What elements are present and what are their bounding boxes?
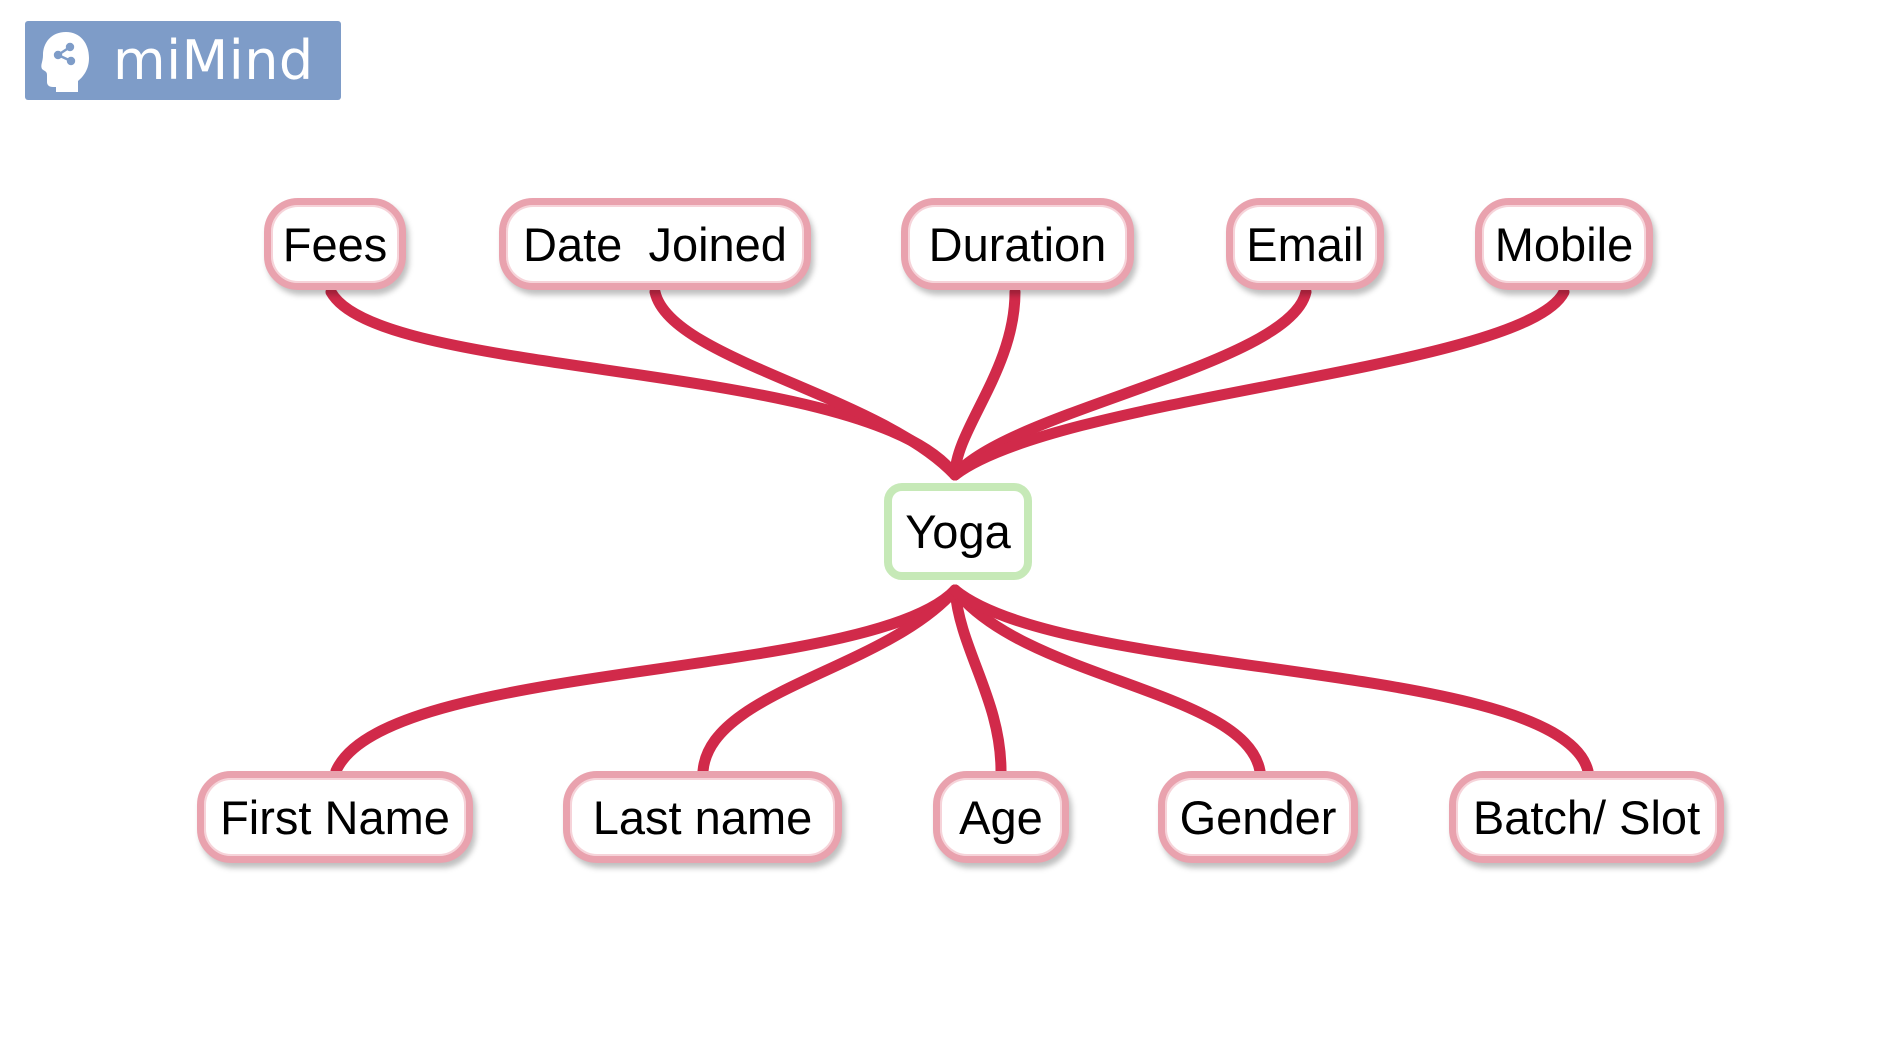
node-email[interactable]: Email xyxy=(1226,198,1384,290)
node-label: Email xyxy=(1246,217,1364,271)
connector-first-name xyxy=(330,584,961,777)
node-gender[interactable]: Gender xyxy=(1158,771,1358,863)
node-label: First Name xyxy=(220,790,450,844)
connector-gender xyxy=(949,584,1266,777)
connector-email xyxy=(949,286,1312,481)
head-share-icon xyxy=(41,31,89,92)
connector-batch-slot xyxy=(949,584,1594,777)
node-fees[interactable]: Fees xyxy=(264,198,406,290)
node-root-yoga[interactable]: Yoga xyxy=(884,483,1032,580)
node-first-name[interactable]: First Name xyxy=(197,771,473,863)
node-label: Age xyxy=(959,790,1043,844)
node-duration[interactable]: Duration xyxy=(901,198,1134,290)
node-label: Fees xyxy=(282,217,388,271)
node-last-name[interactable]: Last name xyxy=(563,771,842,863)
node-label: Batch/ Slot xyxy=(1472,790,1701,844)
node-label: Last name xyxy=(592,790,813,844)
connector-age xyxy=(949,584,1007,777)
connector-date-joined xyxy=(649,286,961,481)
connector-duration xyxy=(949,286,1021,481)
node-label: Duration xyxy=(928,217,1107,271)
node-label: Yoga xyxy=(905,505,1011,558)
node-batch-slot[interactable]: Batch/ Slot xyxy=(1449,771,1724,863)
connector-fees xyxy=(325,286,961,481)
mimind-logo: miMind xyxy=(25,21,341,100)
connector-last-name xyxy=(697,584,961,777)
node-date-joined[interactable]: Date Joined xyxy=(499,198,811,290)
node-mobile[interactable]: Mobile xyxy=(1475,198,1653,290)
node-label: Gender xyxy=(1179,790,1337,844)
logo-title: miMind xyxy=(113,28,314,92)
node-label: Mobile xyxy=(1494,217,1634,271)
node-label: Date Joined xyxy=(523,217,787,271)
connector-mobile xyxy=(949,286,1570,481)
node-age[interactable]: Age xyxy=(933,771,1069,863)
